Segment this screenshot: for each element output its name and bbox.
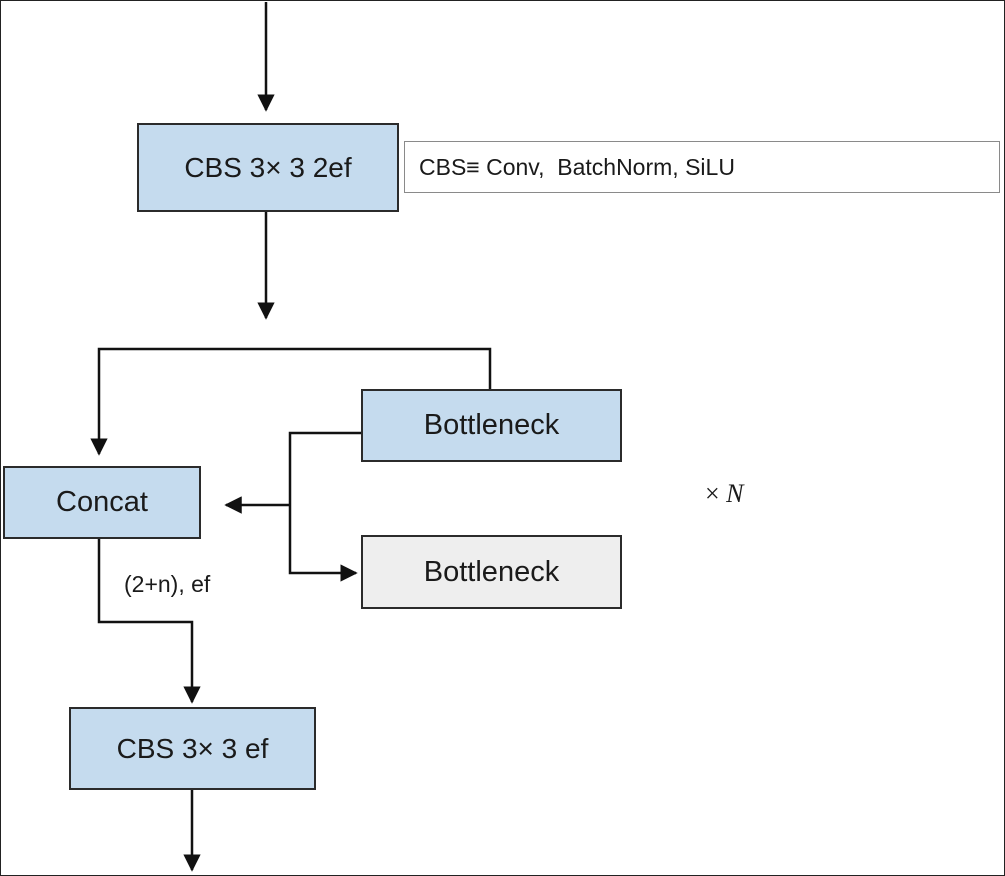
- cbs-bottom-block: CBS 3× 3 ef: [69, 707, 316, 790]
- cbs-legend-box: CBS≡ Conv, BatchNorm, SiLU: [404, 141, 1000, 193]
- bottleneck-1-label: Bottleneck: [423, 409, 560, 441]
- cbs-bottom-label: CBS 3× 3 ef: [116, 732, 269, 764]
- concat-output-label: (2+n), ef: [124, 571, 211, 597]
- concat-output-line: [97, 539, 201, 704]
- bottleneck-block-1: Bottleneck: [361, 389, 622, 462]
- cbs-top-label: CBS 3× 3 2ef: [184, 151, 352, 183]
- repeat-variable: N: [726, 479, 744, 508]
- repeat-symbol: ×: [705, 479, 720, 508]
- bottleneck-branch: [288, 431, 361, 505]
- shortcut-line: [90, 347, 492, 456]
- cbs-legend-text: CBS≡ Conv, BatchNorm, SiLU: [419, 153, 735, 180]
- cbs-top-block: CBS 3× 3 2ef: [137, 123, 399, 212]
- repeat-annotation: × N: [705, 479, 744, 509]
- to-bottleneck2-arrow: [288, 505, 358, 582]
- bottleneck-block-2: Bottleneck: [361, 535, 622, 609]
- concat-block: Concat: [3, 466, 201, 539]
- bottleneck-2-label: Bottleneck: [423, 555, 560, 588]
- concat-label: Concat: [56, 486, 148, 518]
